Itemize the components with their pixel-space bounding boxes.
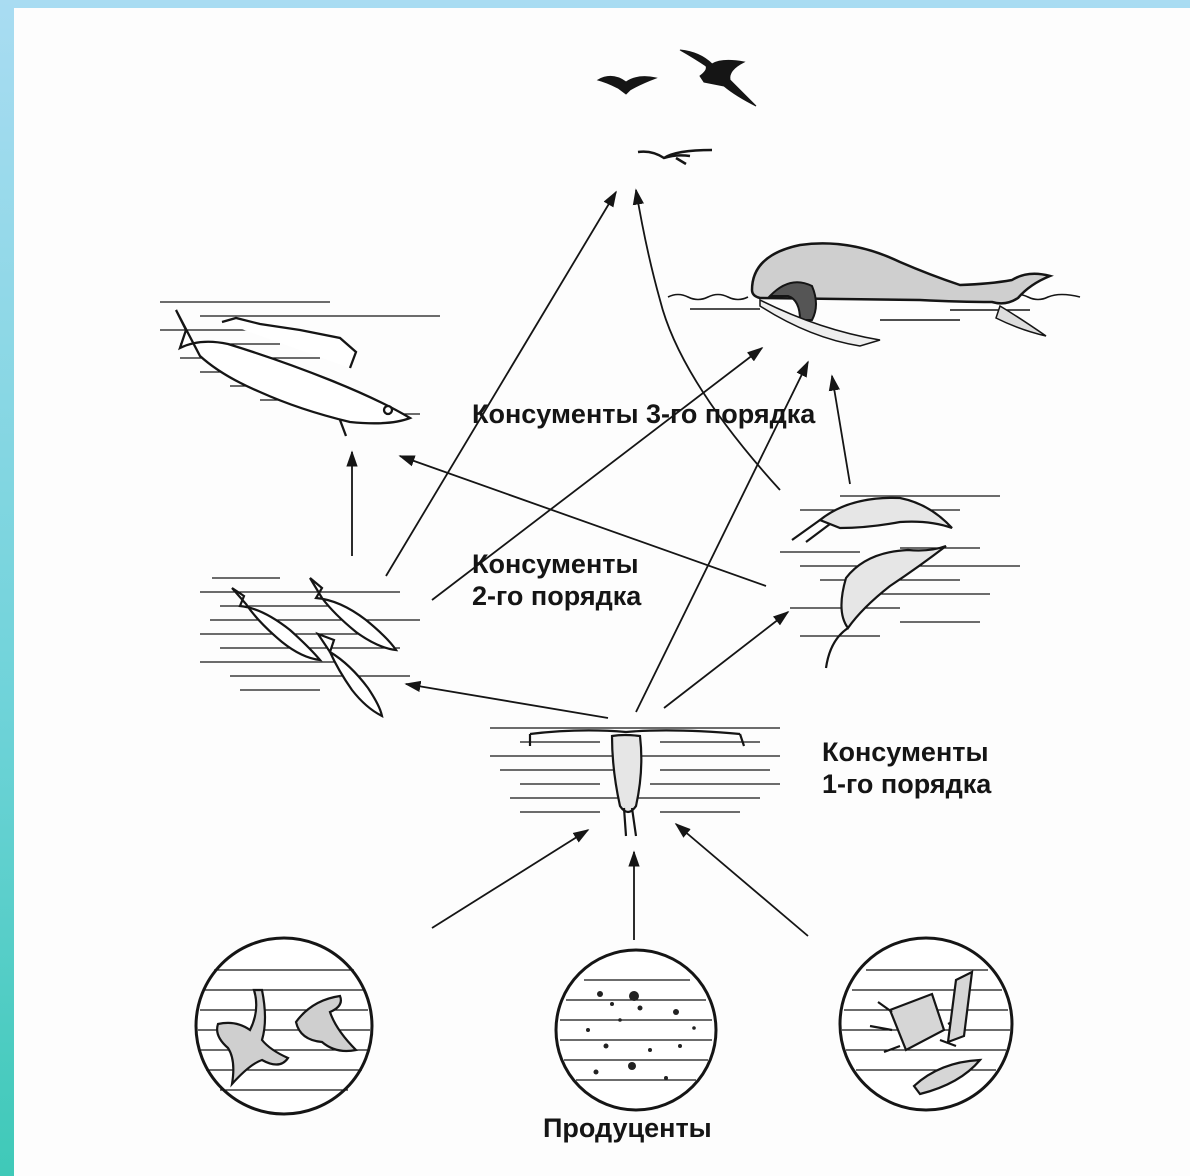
label-level1-line1: Консументы <box>822 736 991 768</box>
water-lines <box>200 578 420 690</box>
label-producers-text: Продуценты <box>543 1112 712 1144</box>
arrow <box>664 612 788 708</box>
label-level2-line1: Консументы <box>472 548 641 580</box>
shrimp-icon <box>792 498 952 542</box>
copepod-illustration <box>490 728 780 836</box>
label-level1-line2: 1-го порядка <box>822 768 991 800</box>
arrow <box>636 190 780 490</box>
algae-circle-left <box>196 938 372 1114</box>
krill-illustration <box>780 496 1020 668</box>
shrimp-icon <box>826 546 946 668</box>
algae-circle-center <box>556 950 716 1110</box>
large-fish-illustration <box>160 302 440 436</box>
small-fish-illustration <box>200 578 420 716</box>
arrow <box>432 830 588 928</box>
label-level3-text: Консументы 3-го порядка <box>472 398 815 430</box>
arrow <box>386 192 616 576</box>
bird-icon <box>638 150 712 164</box>
arrow <box>832 376 850 484</box>
copepod-icon <box>530 730 744 836</box>
bird-icon <box>680 50 756 106</box>
label-level2: Консументы 2-го порядка <box>472 548 641 613</box>
label-producers: Продуценты <box>543 1112 712 1144</box>
whale-illustration <box>668 243 1080 346</box>
label-level2-line2: 2-го порядка <box>472 580 641 612</box>
arrow <box>676 824 808 936</box>
whale-icon <box>752 243 1050 346</box>
seabirds-illustration <box>598 50 756 164</box>
fish-icon <box>176 310 410 436</box>
arrow <box>406 684 608 718</box>
fish-icon <box>318 634 382 716</box>
label-level3: Консументы 3-го порядка <box>472 398 815 430</box>
bird-icon <box>598 76 656 94</box>
fish-icon <box>232 588 320 660</box>
algae-circle-right <box>840 938 1012 1110</box>
label-level1: Консументы 1-го порядка <box>822 736 991 801</box>
